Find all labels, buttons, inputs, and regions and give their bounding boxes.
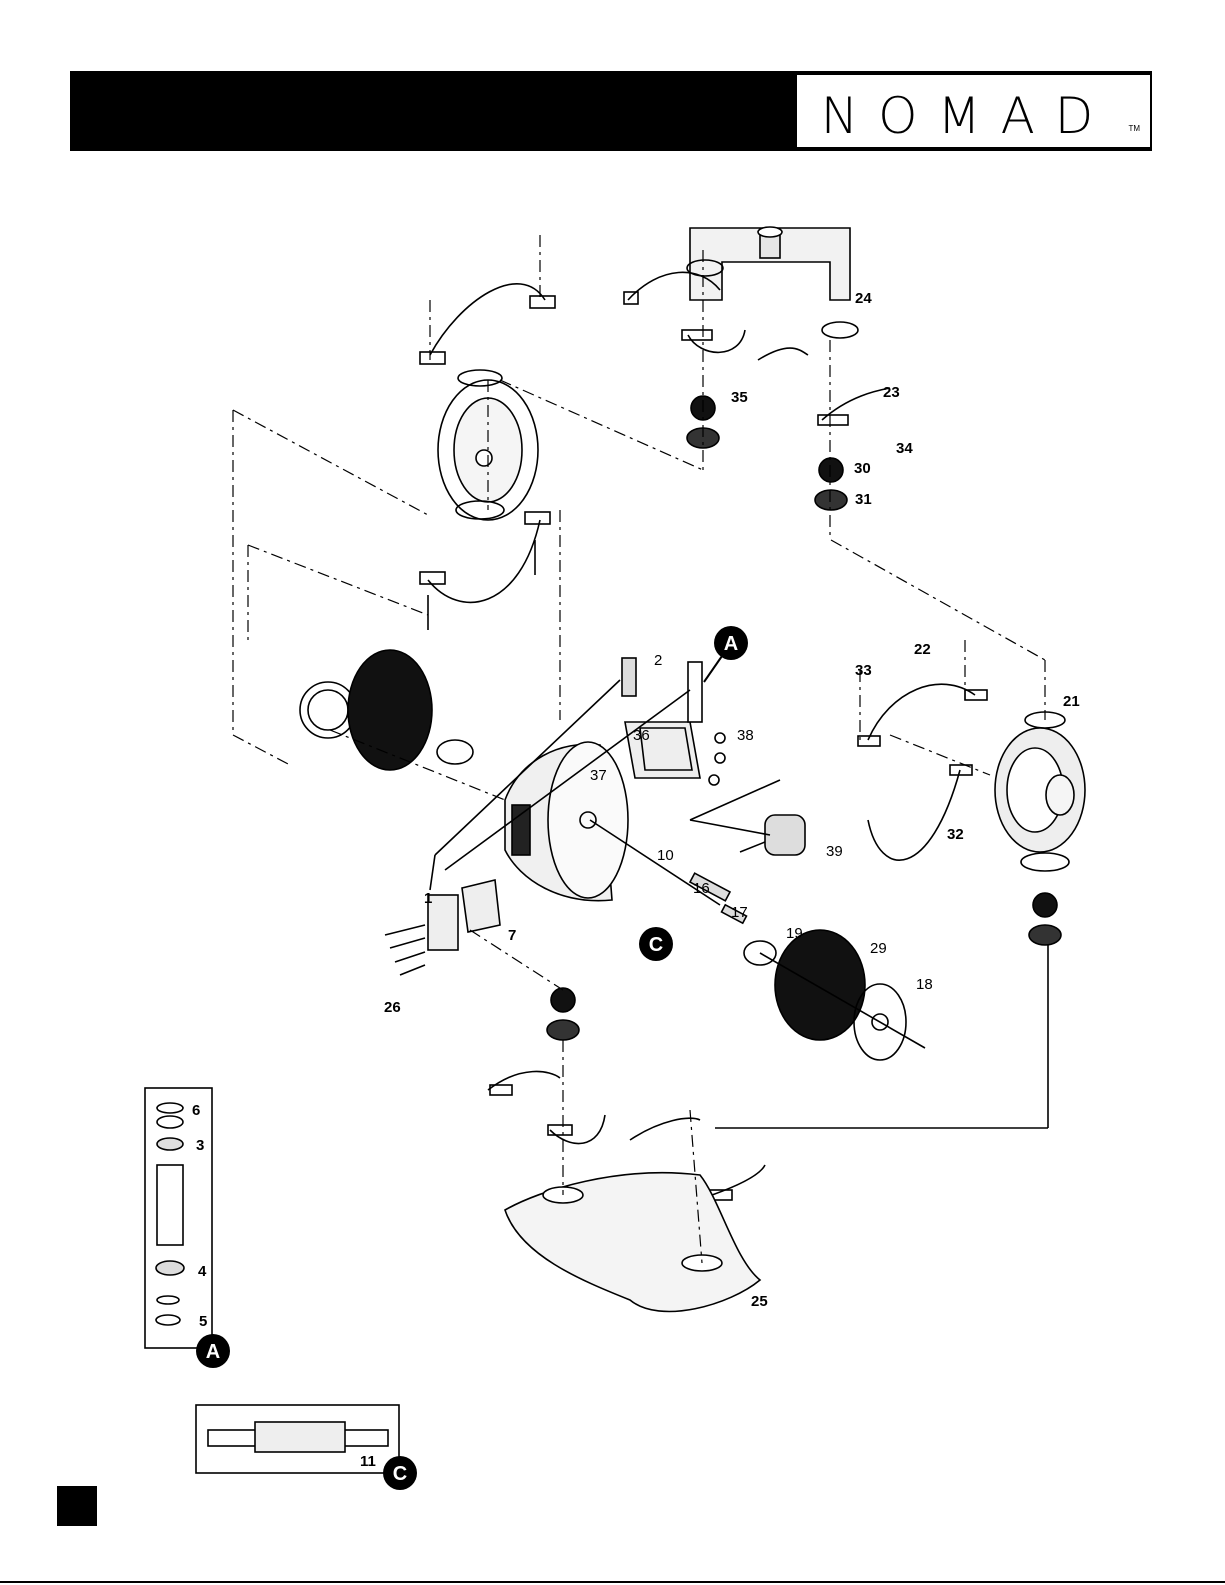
part-label-18: 18 — [916, 976, 933, 993]
part-label-24: 24 — [855, 290, 872, 307]
part-label-36: 36 — [633, 727, 650, 744]
part-label-26: 26 — [384, 999, 401, 1016]
part-label-19: 19 — [786, 925, 803, 942]
part-label-6: 6 — [192, 1102, 200, 1119]
part-label-3: 3 — [196, 1137, 204, 1154]
part-label-1: 1 — [424, 890, 432, 907]
svg-text:C: C — [649, 934, 663, 956]
air-valve — [385, 880, 500, 975]
part-label-7: 7 — [508, 927, 516, 944]
part-label-33: 33 — [855, 662, 872, 679]
part-label-22: 22 — [914, 641, 931, 658]
part-label-25: 25 — [751, 1293, 768, 1310]
top-clamp-left — [624, 272, 745, 352]
inlet-manifold — [505, 1173, 760, 1312]
part-label-31: 31 — [855, 491, 872, 508]
right-fluid-cover — [858, 684, 1085, 871]
part-label-17: 17 — [731, 904, 748, 921]
part-label-32: 32 — [947, 826, 964, 843]
part-label-10: 10 — [657, 847, 674, 864]
callout-c-detail: C — [383, 1456, 417, 1490]
part-label-29: 29 — [870, 940, 887, 957]
center-section — [505, 722, 805, 901]
part-label-4: 4 — [198, 1263, 207, 1280]
part-label-39: 39 — [826, 843, 843, 860]
svg-text:C: C — [393, 1463, 407, 1485]
part-label-34: 34 — [896, 440, 913, 457]
part-label-23: 23 — [883, 384, 900, 401]
callout-a-detail: A — [196, 1334, 230, 1368]
callout-a-main: A — [704, 626, 748, 682]
part-label-30: 30 — [854, 460, 871, 477]
footer-rule — [0, 1581, 1225, 1583]
part-label-16: 16 — [693, 880, 710, 897]
part-label-11: 11 — [360, 1453, 376, 1470]
part-label-38: 38 — [737, 727, 754, 744]
part-label-21: 21 — [1063, 693, 1080, 710]
part-label-35: 35 — [731, 389, 748, 406]
svg-text:A: A — [206, 1341, 220, 1363]
part-label-37: 37 — [590, 767, 607, 784]
svg-text:A: A — [724, 633, 738, 655]
part-label-5: 5 — [199, 1313, 207, 1330]
part-label-2: 2 — [654, 652, 662, 669]
top-clamp-right — [758, 348, 890, 425]
callout-c-main: C — [639, 927, 673, 961]
page-marker — [57, 1486, 97, 1526]
